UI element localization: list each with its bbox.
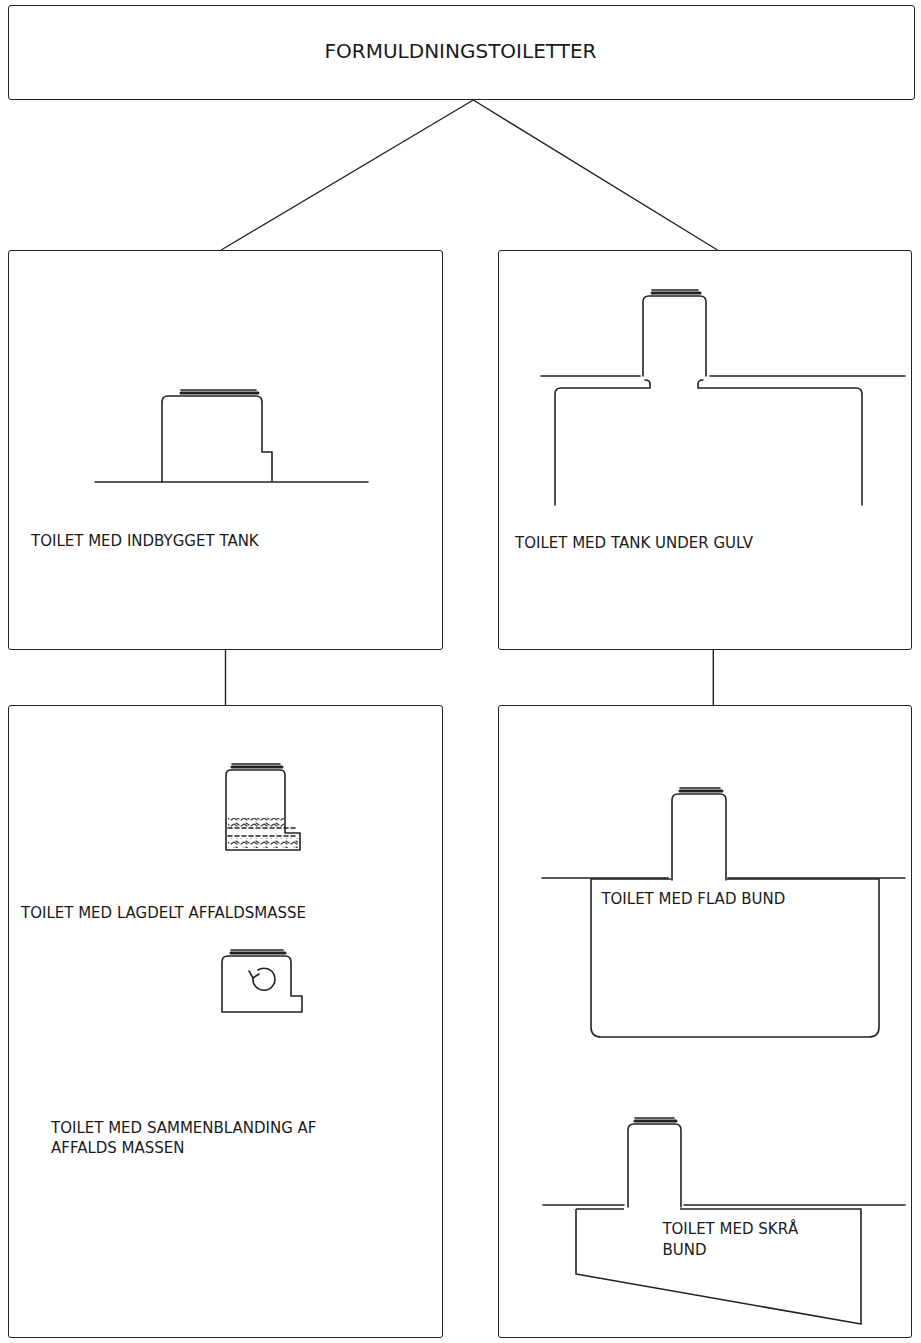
- built-in-tank-toilet: [95, 390, 368, 482]
- node-label: TOILET MED FLAD BUND: [601, 889, 861, 909]
- flat-bottom-toilet: [542, 788, 905, 880]
- tank-shape: TOILET MED SKRÅ BUND: [574, 1207, 866, 1329]
- category-box: TOILET MED TANK UNDER GULV: [498, 250, 912, 650]
- variant-box: TOILET MED FLAD BUND TOILET MED SKRÅ BUND: [498, 705, 912, 1338]
- sloped-bottom-toilet: [543, 1118, 905, 1207]
- tree-connector: [221, 100, 473, 250]
- node-label: TOILET MED LAGDELT AFFALDSMASSE: [21, 903, 436, 923]
- under-floor-tank-toilet: [541, 290, 905, 505]
- tree-connector: [713, 650, 714, 705]
- tree-connector: [225, 650, 226, 705]
- diagram-title: FORMULDNINGSTOILETTER: [9, 38, 912, 65]
- node-label: TOILET MED SKRÅ BUND: [662, 1219, 812, 1260]
- variant-box: TOILET MED LAGDELT AFFALDSMASSE TOILET ME…: [8, 705, 443, 1338]
- node-label: TOILET MED TANK UNDER GULV: [515, 533, 905, 553]
- tank-shape: TOILET MED FLAD BUND: [589, 877, 881, 1039]
- category-box: TOILET MED INDBYGGET TANK: [8, 250, 443, 650]
- layered-waste-toilet: [226, 764, 300, 850]
- node-label: TOILET MED INDBYGGET TANK: [31, 531, 431, 551]
- title-box: FORMULDNINGSTOILETTER: [8, 5, 915, 100]
- node-label: TOILET MED SAMMENBLANDING AF AFFALDS MAS…: [51, 1118, 321, 1159]
- tree-connector: [473, 100, 717, 250]
- mixing-waste-toilet: [222, 950, 302, 1012]
